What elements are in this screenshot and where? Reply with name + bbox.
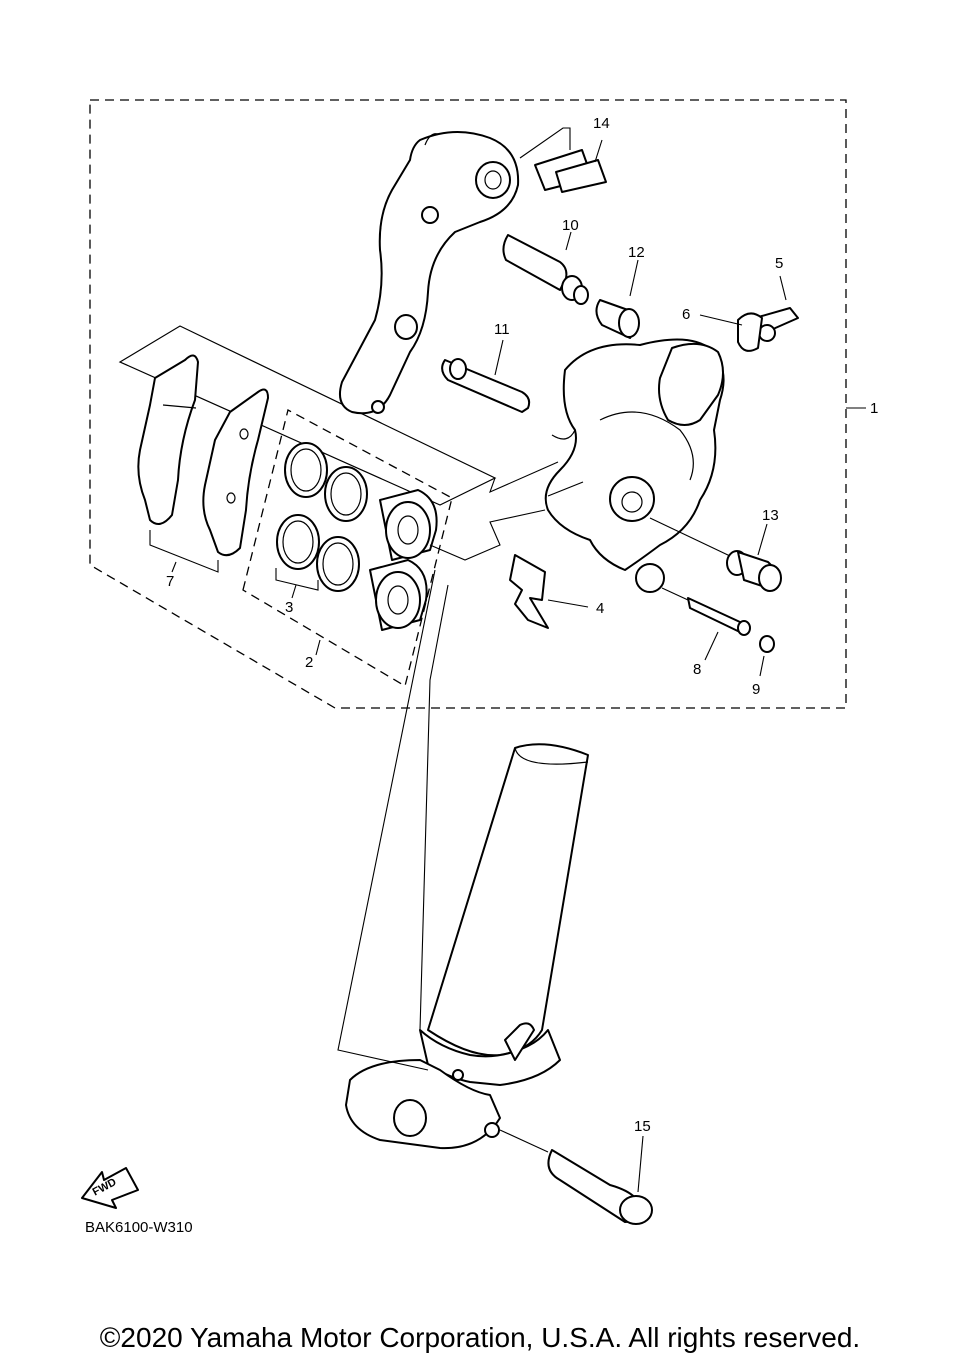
pin-boot [595, 299, 640, 339]
leader-14 [594, 139, 603, 163]
pad-guide-line [519, 127, 571, 159]
leader-15 [637, 1135, 644, 1193]
bolt-axis-15 [499, 1129, 549, 1153]
slide-pin-upper [502, 234, 589, 305]
pin-plug [759, 635, 775, 653]
leader-2 [315, 639, 321, 656]
brake-pad-outer [137, 354, 199, 525]
caliper-assembly-boundary [89, 99, 847, 709]
caliper-bracket [339, 130, 520, 415]
callout-8: 8 [693, 661, 701, 678]
brake-pad-inner [202, 388, 269, 557]
front-fork [345, 743, 589, 1150]
leader-11 [494, 339, 504, 376]
callout-1: 1 [870, 400, 878, 417]
callout-13: 13 [762, 507, 779, 524]
fork-guide-left [337, 569, 436, 1071]
leader-3 [291, 584, 297, 599]
pad-clip [509, 554, 549, 629]
bleed-screw [754, 307, 799, 342]
bolt-axis-13 [649, 517, 731, 557]
pistons [369, 489, 438, 631]
callout-6: 6 [682, 306, 690, 323]
callout-11: 11 [494, 321, 510, 338]
pad-spring [534, 149, 607, 193]
caliper-bolt-13 [726, 550, 782, 592]
callout-15: 15 [634, 1118, 651, 1135]
drawing-code: BAK6100-W310 [85, 1219, 193, 1236]
leader-4 [547, 599, 589, 608]
piston-guide-line [429, 509, 546, 561]
leader-5 [779, 275, 787, 301]
pad-guide-line-2 [489, 461, 559, 494]
seal-group-bracket [275, 568, 319, 591]
slide-pin-lower [441, 358, 531, 413]
callout-3: 3 [285, 599, 293, 616]
callout-labels: 1 2 3 4 5 6 7 8 9 10 11 12 13 14 15 [166, 115, 878, 1135]
callout-5: 5 [775, 255, 783, 272]
pad-pin [687, 597, 751, 636]
callout-4: 4 [596, 600, 604, 617]
caliper-body [544, 338, 725, 593]
bleed-cap [737, 312, 763, 352]
mounting-bolt-15 [547, 1149, 653, 1225]
callout-12: 12 [628, 244, 645, 261]
callout-9: 9 [752, 681, 760, 698]
callout-7: 7 [166, 573, 174, 590]
pin-axis [661, 587, 689, 601]
leader-12 [629, 259, 639, 297]
copyright-notice: ©2020 Yamaha Motor Corporation, U.S.A. A… [99, 1322, 861, 1353]
leader-9 [759, 655, 765, 677]
leader-10 [565, 231, 572, 251]
piston-seals [276, 442, 368, 592]
callout-10: 10 [562, 217, 579, 234]
fwd-arrow-icon: FWD [81, 1167, 139, 1209]
callout-2: 2 [305, 654, 313, 671]
leader-6 [699, 314, 743, 326]
leader-7 [171, 561, 177, 573]
callout-14: 14 [593, 115, 610, 132]
leader-8 [704, 631, 719, 661]
fork-guide-right [419, 584, 449, 1031]
pad-group-bracket [149, 530, 219, 573]
piston-set-boundary [242, 409, 453, 688]
leader-13 [757, 523, 768, 556]
